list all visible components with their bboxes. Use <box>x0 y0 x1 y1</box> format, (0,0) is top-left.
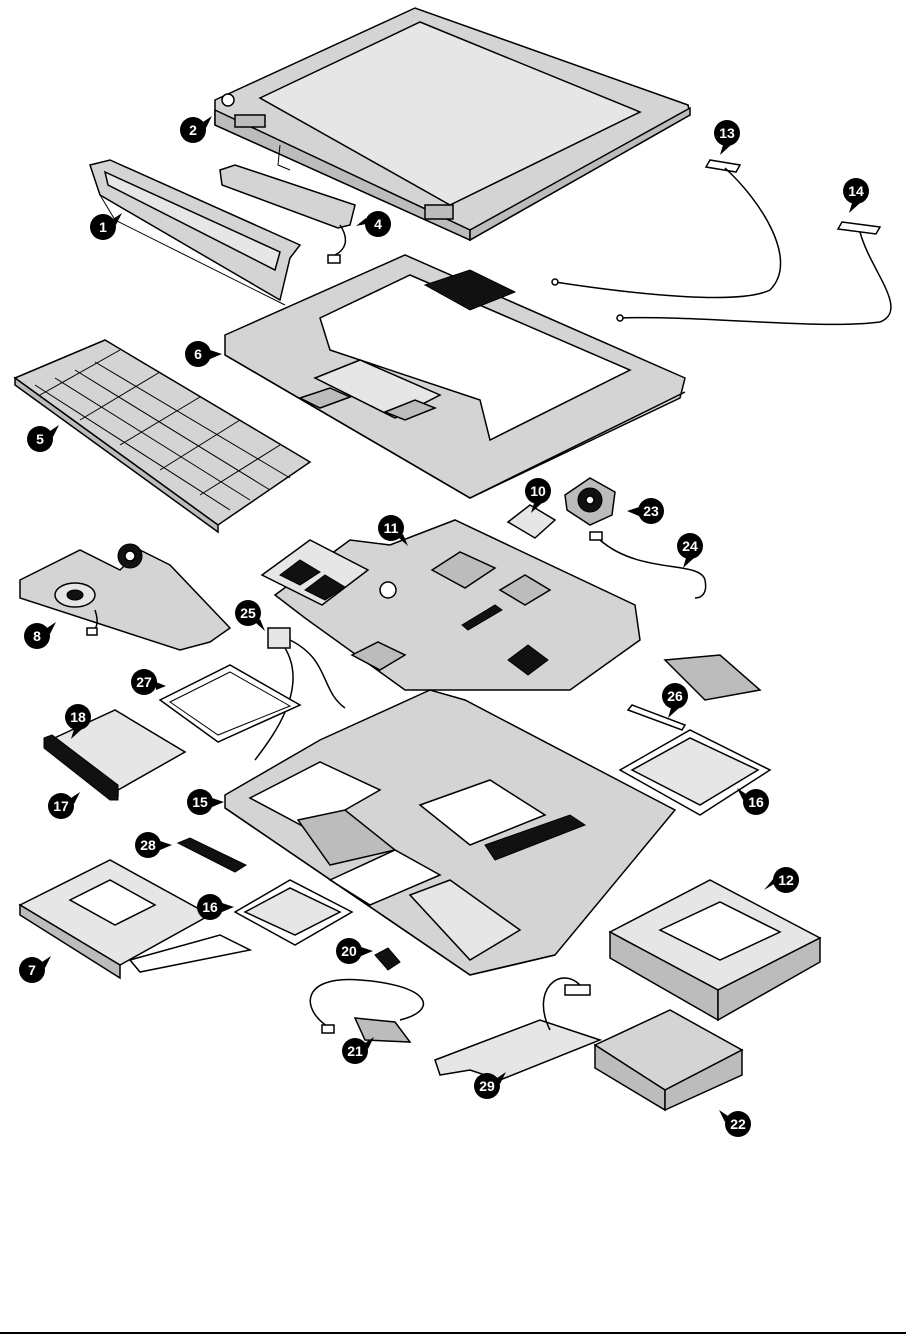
antenna-cables <box>551 159 892 326</box>
callout-23-label: 23 <box>643 503 659 519</box>
flex-cable <box>626 654 762 731</box>
callout-13-label: 13 <box>719 125 735 141</box>
fan-cable <box>589 531 707 599</box>
callout-15: 15 <box>187 789 224 815</box>
callout-21-label: 21 <box>347 1043 363 1059</box>
callout-7: 7 <box>19 956 51 983</box>
callout-5-label: 5 <box>36 431 44 447</box>
hinge-cover <box>89 159 302 306</box>
callout-27: 27 <box>131 669 166 695</box>
callout-16-left-label: 16 <box>202 899 218 915</box>
switch-board <box>434 977 603 1081</box>
shield-plate-right <box>618 729 772 816</box>
callout-20: 20 <box>336 938 373 964</box>
display-assembly <box>214 7 691 242</box>
callout-11-label: 11 <box>384 520 399 536</box>
page-bottom-rule <box>0 1332 906 1334</box>
callout-24-label: 24 <box>682 538 698 554</box>
callout-10-label: 10 <box>530 483 546 499</box>
callout-15-label: 15 <box>192 794 208 810</box>
callout-22-label: 22 <box>730 1116 746 1132</box>
shield-plate-left <box>233 879 354 946</box>
callout-12-label: 12 <box>778 872 794 888</box>
callout-16-right: 16 <box>737 788 769 815</box>
callout-28: 28 <box>135 832 172 858</box>
callout-11: 11 <box>378 515 408 546</box>
system-board <box>260 519 641 691</box>
hard-drive-bracket <box>158 664 302 743</box>
callout-5: 5 <box>27 425 59 452</box>
callout-26: 26 <box>662 683 688 718</box>
callout-24: 24 <box>677 533 703 568</box>
callout-16-right-label: 16 <box>748 794 764 810</box>
callout-12: 12 <box>764 867 799 893</box>
hard-drive <box>18 859 253 980</box>
top-cover <box>224 254 686 499</box>
callout-4-label: 4 <box>374 216 382 232</box>
callout-29-label: 29 <box>479 1078 495 1094</box>
optical-drive <box>608 879 822 1022</box>
callout-6: 6 <box>185 341 222 367</box>
callout-29: 29 <box>474 1072 506 1099</box>
callout-16-left: 16 <box>197 894 234 920</box>
modem-cable <box>309 978 424 1043</box>
processor <box>506 504 557 539</box>
callout-8: 8 <box>24 622 56 649</box>
callout-6-label: 6 <box>194 346 202 362</box>
callout-13: 13 <box>714 120 740 155</box>
callout-8-label: 8 <box>33 628 41 644</box>
callout-7-label: 7 <box>28 962 36 978</box>
callout-1-label: 1 <box>99 219 107 235</box>
callout-21: 21 <box>342 1037 374 1064</box>
callout-4: 4 <box>356 211 391 237</box>
callout-2-label: 2 <box>189 122 197 138</box>
fan <box>564 477 616 526</box>
led-board <box>219 164 356 264</box>
callout-2: 2 <box>180 116 212 143</box>
callout-25: 25 <box>235 600 265 631</box>
callout-1: 1 <box>90 213 122 240</box>
strip-bracket <box>176 837 248 873</box>
dc-in-connector <box>254 627 346 761</box>
callout-20-label: 20 <box>341 943 357 959</box>
callout-22: 22 <box>719 1110 751 1137</box>
callout-23: 23 <box>627 498 664 524</box>
callout-14-label: 14 <box>848 183 864 199</box>
latch <box>374 947 401 971</box>
callout-28-label: 28 <box>140 837 156 853</box>
callout-18: 18 <box>65 704 91 739</box>
base-enclosure <box>224 689 677 976</box>
heatsink <box>19 543 232 651</box>
callout-27-label: 27 <box>136 674 152 690</box>
keyboard <box>13 339 312 534</box>
callout-17: 17 <box>48 792 80 819</box>
callout-17-label: 17 <box>53 798 69 814</box>
diskette-drive <box>43 709 187 801</box>
callout-26-label: 26 <box>667 688 683 704</box>
callout-14: 14 <box>843 178 869 213</box>
battery <box>593 1009 744 1112</box>
callout-18-label: 18 <box>70 709 86 725</box>
callout-10: 10 <box>525 478 551 513</box>
callout-25-label: 25 <box>240 605 256 621</box>
